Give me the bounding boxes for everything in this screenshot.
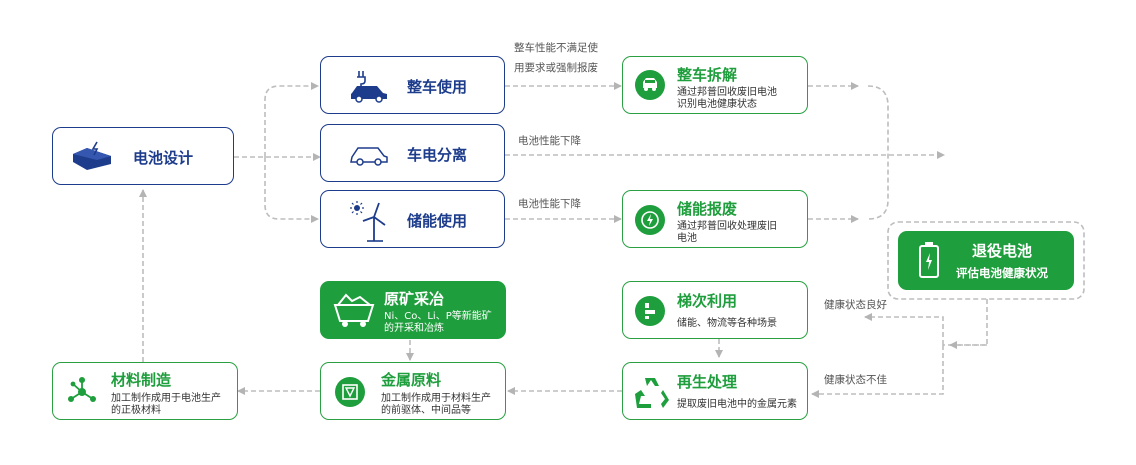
node-title: 再生处理 (677, 373, 738, 391)
car-charging-icon (351, 71, 387, 103)
metal-icon (335, 377, 365, 407)
edge-label-vehicle-fail-1: 整车性能不满足使 (514, 42, 598, 54)
edge-label-degrade-1: 电池性能下降 (518, 135, 581, 147)
node-retired-battery[interactable]: 退役电池 评估电池健康状况 (898, 231, 1074, 290)
mine-cart-icon (333, 293, 375, 327)
truck-icon (635, 70, 665, 100)
edge-retired-down (943, 299, 988, 346)
node-mining-smelting[interactable]: 原矿采冶 Ni、Co、Li、P等新能矿 的开采和冶炼 (320, 281, 506, 339)
edge-label-health-poor: 健康状态不佳 (824, 374, 887, 386)
node-vehicle-battery-separation[interactable]: 车电分离 (320, 124, 505, 182)
wind-turbine-icon (350, 201, 386, 242)
node-desc-line2: 的开采和冶炼 (384, 323, 444, 334)
node-subtitle: 评估电池健康状况 (956, 266, 1048, 280)
edge-design-to-vehicle (264, 82, 319, 157)
node-desc-line2: 电池 (677, 233, 697, 244)
recycle-icon (635, 378, 669, 408)
car-icon (350, 147, 388, 166)
node-desc-line1: 储能、物流等各种场景 (677, 318, 777, 329)
node-desc-line1: 通过邦普回收处理废旧 (677, 221, 777, 232)
lightning-icon (635, 205, 665, 235)
node-cascade-use[interactable]: 梯次利用 储能、物流等各种场景 (622, 281, 808, 339)
node-desc-line2: 的前驱体、中间品等 (381, 405, 471, 416)
node-desc-line1: 提取废旧电池中的金属元素 (677, 399, 797, 410)
molecule-icon (68, 377, 96, 402)
node-vehicle-dismantle[interactable]: 整车拆解 通过邦普回收废旧电池 识别电池健康状态 (622, 56, 808, 114)
edge-label-vehicle-fail-2: 用要求或强制报废 (514, 62, 598, 74)
node-title: 电池设计 (133, 149, 194, 167)
edge-branch-down (811, 345, 944, 398)
pie-icon (635, 296, 665, 326)
node-title: 退役电池 (972, 242, 1033, 260)
battery-design-icon (73, 141, 111, 170)
node-desc-line1: 通过邦普回收废旧电池 (677, 87, 777, 98)
edge-label-degrade-2: 电池性能下降 (518, 198, 581, 210)
node-title: 车电分离 (407, 146, 468, 164)
node-desc-line1: 加工制作成用于材料生产 (381, 393, 491, 404)
node-desc-line2: 识别电池健康状态 (677, 99, 757, 110)
node-title: 梯次利用 (677, 292, 738, 310)
node-vehicle-use[interactable]: 整车使用 (320, 56, 505, 114)
node-storage-use[interactable]: 储能使用 (320, 190, 505, 248)
node-desc-line1: Ni、Co、Li、P等新能矿 (384, 311, 492, 322)
edge-branch-up (864, 313, 944, 345)
node-metal-raw[interactable]: 金属原料 加工制作成用于材料生产 的前驱体、中间品等 (320, 362, 506, 420)
node-recycling[interactable]: 再生处理 提取废旧电池中的金属元素 (622, 362, 808, 420)
node-title: 原矿采冶 (384, 290, 445, 308)
node-title: 整车拆解 (677, 66, 738, 84)
node-title: 材料制造 (111, 371, 172, 389)
node-title: 储能报废 (677, 200, 738, 218)
node-title: 金属原料 (381, 371, 442, 389)
retired-frame (887, 221, 1085, 300)
edge-design-to-storage (264, 157, 319, 223)
node-material-mfg[interactable]: 材料制造 加工制作成用于电池生产 的正极材料 (52, 362, 238, 420)
edge-bracket (867, 85, 889, 220)
node-storage-scrap[interactable]: 储能报废 通过邦普回收处理废旧 电池 (622, 190, 808, 248)
node-title: 整车使用 (407, 78, 468, 96)
node-desc-line1: 加工制作成用于电池生产 (111, 393, 221, 404)
node-title: 储能使用 (407, 212, 468, 230)
node-battery-design[interactable]: 电池设计 (52, 127, 234, 185)
battery-icon (919, 242, 939, 278)
node-desc-line2: 的正极材料 (111, 405, 161, 416)
edge-label-health-good: 健康状态良好 (824, 299, 887, 311)
